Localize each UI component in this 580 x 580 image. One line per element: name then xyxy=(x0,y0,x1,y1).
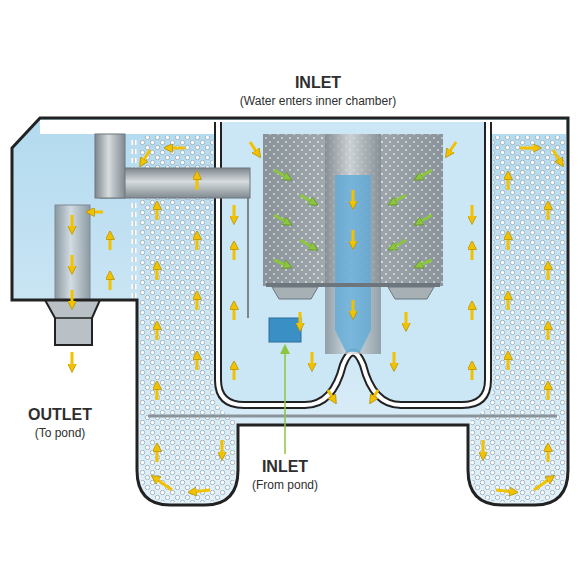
note-label: (From pond) xyxy=(252,479,318,493)
flow-arrows-part xyxy=(168,147,185,150)
flow-arrows-part xyxy=(109,235,112,250)
flow-arrows-part xyxy=(507,235,510,250)
flow-arrows-part xyxy=(352,230,355,245)
inward-flow-arrows-part xyxy=(300,195,314,203)
filter-cylinder-part xyxy=(335,175,371,352)
heading-label: INLET xyxy=(295,74,341,92)
flow-arrows-part xyxy=(507,175,510,190)
filter-cylinder-part xyxy=(388,287,434,299)
inner-chamber-wall-part xyxy=(218,122,488,405)
flow-arrows-part xyxy=(547,265,550,280)
flow-arrows-part xyxy=(547,325,550,340)
flow-arrows-part xyxy=(233,365,236,380)
flow-arrows-part xyxy=(482,440,485,456)
flow-arrows-part xyxy=(471,365,474,380)
filter-cylinder-part xyxy=(266,283,440,287)
heading-label: OUTLET xyxy=(28,406,92,424)
housing-water-part xyxy=(12,118,568,505)
inner-chamber-wall-part xyxy=(218,122,488,405)
air-line xyxy=(148,415,557,418)
note-label: (Water enters inner chamber) xyxy=(240,95,396,109)
housing-outline xyxy=(12,118,568,505)
inner-chamber-wall xyxy=(218,122,488,405)
flow-arrows-part xyxy=(142,150,150,163)
flow-arrows-part xyxy=(156,447,159,462)
inward-flow-arrows-part xyxy=(274,215,288,223)
flow-arrows-part xyxy=(71,290,74,305)
flow-arrows-part xyxy=(109,275,112,290)
flow-arrows-part xyxy=(352,190,355,205)
inward-flow-arrows-part xyxy=(392,240,406,248)
inward-flow-arrows xyxy=(274,170,432,266)
flow-arrows-part xyxy=(156,265,159,280)
flow-arrows-part xyxy=(299,312,302,327)
flow-arrows-part xyxy=(156,205,159,220)
housing-water xyxy=(12,118,568,505)
inward-flow-arrows-part xyxy=(300,240,314,248)
inward-flow-arrows-part xyxy=(274,170,288,178)
flow-arrows-part xyxy=(393,352,396,367)
flow-arrows-part xyxy=(233,205,236,220)
flow-arrows-part xyxy=(196,295,199,310)
flow-arrows-part xyxy=(250,142,258,154)
flow-arrows-part xyxy=(311,352,314,367)
flow-arrows-part xyxy=(448,142,456,154)
leader-line xyxy=(284,346,286,454)
flow-arrows-part xyxy=(520,147,537,150)
outlet-pipework-part xyxy=(55,317,92,319)
flow-arrows-part xyxy=(471,245,474,260)
flow-arrows-part xyxy=(90,211,103,214)
flow-arrows-part xyxy=(471,205,474,220)
media-screen xyxy=(132,140,137,298)
flow-arrows-part xyxy=(71,352,74,368)
flow-arrows-part xyxy=(507,295,510,310)
flow-arrows-part xyxy=(328,390,334,400)
inward-flow-arrows-part xyxy=(418,215,432,223)
filter-cylinder-part xyxy=(272,287,318,299)
filter-cylinder xyxy=(248,134,443,354)
flow-arrows-part xyxy=(71,215,74,230)
flow-arrows-part xyxy=(534,478,551,490)
outlet-pipework-part xyxy=(55,205,90,305)
flow-arrows-part xyxy=(471,305,474,320)
flow-arrows xyxy=(72,142,561,492)
inward-flow-arrows-part xyxy=(274,260,288,266)
flow-arrows-part xyxy=(233,245,236,260)
flow-arrows-part xyxy=(221,440,224,456)
inward-flow-arrows-part xyxy=(392,195,406,203)
inward-flow-arrows-part xyxy=(418,260,432,266)
flow-arrows-part xyxy=(156,325,159,340)
flow-arrows-part xyxy=(192,490,210,492)
flow-arrows-part xyxy=(233,305,236,320)
flow-arrows-part xyxy=(155,478,172,490)
flow-arrows-part xyxy=(547,385,550,400)
outlet-pipework-part xyxy=(45,300,100,345)
inward-flow-arrows-part xyxy=(418,170,432,178)
note-label: (To pond) xyxy=(35,427,86,441)
flow-arrows-part xyxy=(71,255,74,270)
inlet-box xyxy=(269,318,301,342)
filter-cylinder-part xyxy=(325,134,381,354)
outlet-pipework xyxy=(45,134,250,345)
flow-arrows-part xyxy=(547,447,550,462)
flow-arrows-part xyxy=(196,355,199,370)
flow-arrows-part xyxy=(156,385,159,400)
flow-arrows-part xyxy=(196,175,199,190)
flow-arrows-part xyxy=(372,390,378,400)
flow-arrows-part xyxy=(196,235,199,250)
heading-label: INLET xyxy=(262,458,308,476)
flow-arrows-part xyxy=(405,312,408,327)
media-screen-edge xyxy=(134,140,135,298)
flow-arrows-part xyxy=(507,355,510,370)
flow-arrows-part xyxy=(496,490,514,492)
flow-arrows-part xyxy=(352,300,355,315)
filter-cylinder-part xyxy=(247,190,249,318)
flow-arrows-part xyxy=(553,150,561,163)
flow-arrows-part xyxy=(547,205,550,220)
outlet-pipework-part xyxy=(95,134,125,198)
